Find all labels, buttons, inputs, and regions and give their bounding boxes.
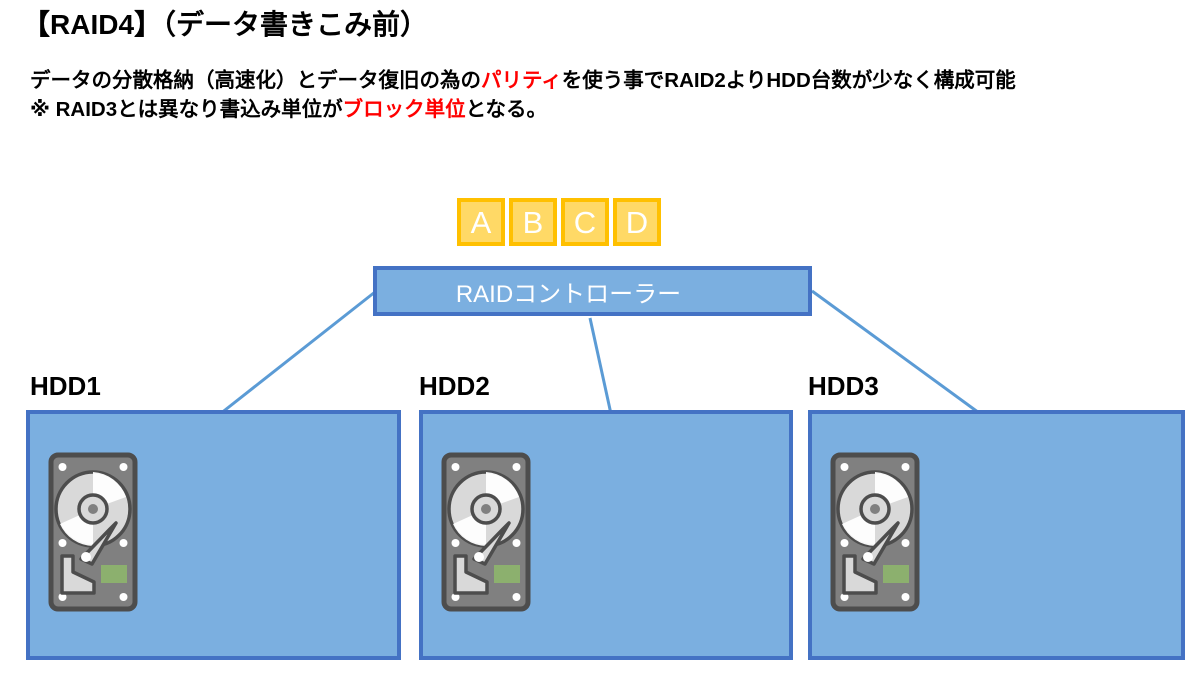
description-line-2: ※ RAID3とは異なり書込み単位がブロック単位となる。 (30, 95, 1016, 124)
data-block-b[interactable]: B (509, 198, 557, 246)
description-line-1-pre: データの分散格納（高速化）とデータ復旧の為の (30, 69, 481, 92)
connector-line-hdd3 (811, 289, 998, 428)
hdd3-box[interactable] (808, 410, 1185, 660)
description-line-1-post: を使う事でRAID2よりHDD台数が少なく構成可能 (561, 69, 1016, 92)
data-block-a[interactable]: A (457, 198, 505, 246)
description-text: データの分散格納（高速化）とデータ復旧の為のパリティを使う事でRAID2よりHD… (30, 66, 1016, 124)
hard-disk-drive-icon (441, 452, 531, 612)
raid-controller-label: RAIDコントローラー (455, 280, 682, 308)
description-line-2-highlight: ブロック単位 (342, 98, 466, 121)
hdd3-label: HDD3 (808, 371, 879, 401)
hard-disk-drive-icon (48, 452, 138, 612)
description-line-1: データの分散格納（高速化）とデータ復旧の為のパリティを使う事でRAID2よりHD… (30, 66, 1016, 95)
data-block-c[interactable]: C (561, 198, 609, 246)
raid-controller-box[interactable]: RAIDコントローラー (373, 266, 812, 316)
hdd1-box[interactable] (26, 410, 401, 660)
hard-disk-drive-icon (830, 452, 920, 612)
connector-line-hdd1 (219, 290, 376, 416)
data-block-group: A B C D (457, 198, 661, 246)
description-line-1-highlight: パリティ (481, 69, 562, 92)
page-title: 【RAID4】（データ書きこみ前） (22, 9, 429, 40)
hdd1-label: HDD1 (30, 371, 101, 401)
description-line-2-pre: ※ RAID3とは異なり書込み単位が (30, 98, 343, 121)
hdd2-box[interactable] (419, 410, 793, 660)
connector-line-hdd2 (588, 317, 613, 415)
description-line-2-post: となる。 (465, 98, 548, 121)
hdd2-label: HDD2 (419, 371, 490, 401)
data-block-d[interactable]: D (613, 198, 661, 246)
